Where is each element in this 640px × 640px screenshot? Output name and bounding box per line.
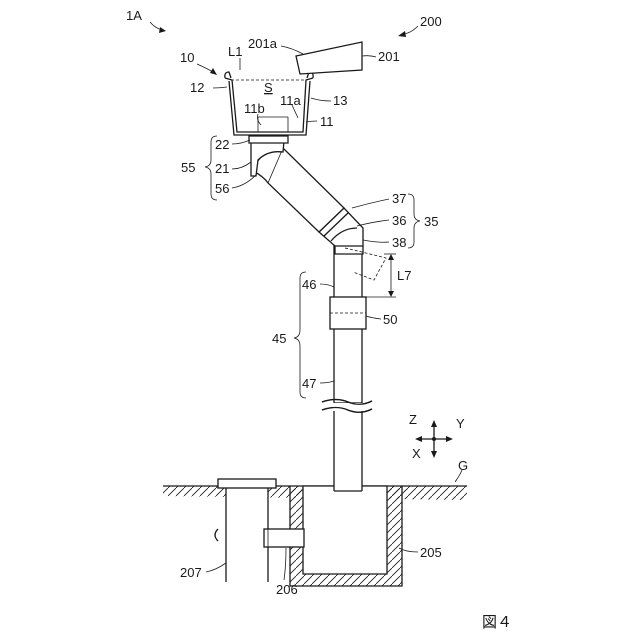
label-12: 12 xyxy=(190,80,204,95)
label-L1: L1 xyxy=(228,44,242,59)
label-201: 201 xyxy=(378,49,400,64)
label-S: S xyxy=(264,80,273,95)
label-200: 200 xyxy=(420,14,442,29)
label-207: 207 xyxy=(180,565,202,580)
label-Z: Z xyxy=(409,412,417,427)
label-201a: 201a xyxy=(248,36,278,51)
label-1A: 1A xyxy=(126,8,142,23)
dimension-L7 xyxy=(366,254,396,297)
label-13: 13 xyxy=(333,93,347,108)
vertical-pipe-45 xyxy=(322,242,372,491)
fitting-206 xyxy=(264,529,304,547)
label-X: X xyxy=(412,446,421,461)
label-22: 22 xyxy=(215,137,229,152)
label-37: 37 xyxy=(392,191,406,206)
label-Y: Y xyxy=(456,416,465,431)
axis-indicator xyxy=(415,420,453,458)
coupling-50 xyxy=(330,297,366,329)
label-206: 206 xyxy=(276,582,298,597)
label-11a: 11a xyxy=(280,93,301,108)
label-11: 11 xyxy=(320,114,334,129)
label-G: G xyxy=(458,458,468,473)
inclined-pipe-56 xyxy=(253,148,344,232)
label-46: 46 xyxy=(302,277,316,292)
label-45: 45 xyxy=(272,331,286,346)
pit-box-205 xyxy=(290,486,402,586)
brace-35 xyxy=(408,194,420,248)
label-55: 55 xyxy=(181,160,195,175)
label-21: 21 xyxy=(215,161,229,176)
label-L7: L7 xyxy=(397,268,411,283)
label-11b: 11b xyxy=(244,101,265,116)
label-56: 56 xyxy=(215,181,229,196)
label-36: 36 xyxy=(392,213,406,228)
roof-201 xyxy=(296,42,362,74)
label-35: 35 xyxy=(424,214,438,229)
label-50: 50 xyxy=(383,312,397,327)
label-10: 10 xyxy=(180,50,194,65)
label-47: 47 xyxy=(302,376,316,391)
figure-number: 図４ xyxy=(482,614,512,631)
label-38: 38 xyxy=(392,235,406,250)
label-205: 205 xyxy=(420,545,442,560)
